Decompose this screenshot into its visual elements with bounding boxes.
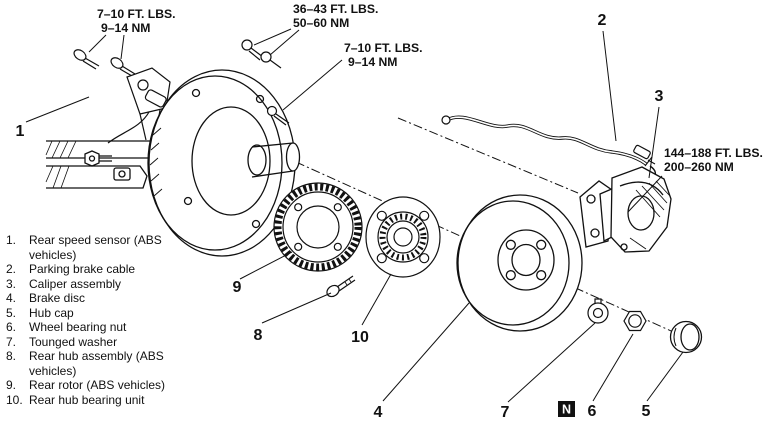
abs-rotor — [273, 182, 363, 272]
speed-sensor — [73, 49, 171, 144]
legend-item: 9. Rear rotor (ABS vehicles) — [6, 378, 176, 393]
n-symbol-box — [558, 401, 575, 417]
legend-item-label: Caliper assembly — [29, 276, 122, 291]
legend-item: 7. Tounged washer — [6, 335, 176, 350]
legend-item: 5. Hub cap — [6, 306, 176, 321]
legend-item-label: Wheel bearing nut — [29, 320, 127, 335]
tongued-washer — [587, 298, 609, 324]
torque-stud-line1: 7–10 FT. LBS. — [344, 41, 423, 55]
torque-plate-line1: 36–43 FT. LBS. — [293, 2, 378, 16]
sensor-stud — [266, 105, 290, 126]
torque-labels: 7–10 FT. LBS. 9–14 NM 36–43 FT. LBS. 50–… — [97, 2, 763, 174]
callout-2: 2 — [598, 12, 607, 29]
wheel-bearing-nut — [623, 310, 647, 332]
legend-item-number: 6. — [6, 320, 17, 335]
legend-item-number: 3. — [6, 276, 17, 291]
hub-bearing-unit — [365, 196, 441, 278]
callout-8: 8 — [254, 327, 263, 344]
axle-beam — [45, 140, 166, 189]
n-symbol-letter: N — [562, 403, 571, 417]
legend-item-label: Rear hub bearing unit — [29, 392, 145, 407]
callout-1: 1 — [16, 123, 25, 140]
backing-plate — [147, 69, 301, 257]
caliper-assembly — [579, 156, 672, 253]
leader-lines — [25, 28, 684, 403]
legend-item-label: Tounged washer — [29, 334, 118, 349]
parking-brake-cable — [441, 115, 657, 183]
legend-item-label: Hub cap — [29, 305, 74, 320]
legend-item: 6. Wheel bearing nut — [6, 320, 176, 335]
legend-item-label: Rear speed sensor (ABS vehicles) — [29, 233, 162, 262]
n-symbol: N — [558, 401, 575, 417]
torque-sensor-line2: 9–14 NM — [101, 21, 150, 35]
torque-plate-line2: 50–60 NM — [293, 16, 349, 30]
legend-item-number: 5. — [6, 305, 17, 320]
callout-5: 5 — [642, 403, 651, 420]
legend-item: 8. Rear hub assembly (ABS vehicles) — [6, 349, 176, 378]
legend-item: 2. Parking brake cable — [6, 262, 176, 277]
legend-item-number: 9. — [6, 378, 17, 393]
torque-nut-line2: 200–260 NM — [664, 160, 734, 174]
callout-numbers: 1 2 3 4 5 6 7 8 9 10 — [16, 12, 664, 421]
legend-item-label: Rear hub assembly (ABS vehicles) — [29, 349, 164, 378]
legend-item-label: Rear rotor (ABS vehicles) — [29, 378, 166, 393]
hub-assembly-bolt — [326, 275, 356, 298]
legend-item-label: Parking brake cable — [29, 262, 136, 277]
legend-item-number: 7. — [6, 334, 17, 349]
legend-item-number: 2. — [6, 262, 17, 277]
callout-10: 10 — [351, 329, 369, 346]
legend-item: 10. Rear hub bearing unit — [6, 393, 176, 408]
legend-item-number: 4. — [6, 291, 17, 306]
plate-mounting-bolts — [241, 39, 282, 69]
callout-7: 7 — [501, 404, 510, 421]
legend-item-label: Brake disc — [29, 291, 86, 306]
legend-item: 4. Brake disc — [6, 291, 176, 306]
callout-4: 4 — [374, 404, 383, 421]
legend-item-number: 10. — [6, 392, 23, 407]
torque-nut-line1: 144–188 FT. LBS. — [664, 146, 763, 160]
legend-item-number: 1. — [6, 233, 17, 247]
callout-9: 9 — [233, 279, 242, 296]
legend-item: 1. Rear speed sensor (ABS vehicles) — [6, 233, 176, 262]
torque-stud-line2: 9–14 NM — [348, 55, 397, 69]
legend-item: 3. Caliper assembly — [6, 277, 176, 292]
hub-cap — [669, 320, 703, 354]
callout-6: 6 — [588, 403, 597, 420]
parts-legend: 1. Rear speed sensor (ABS vehicles) 2. Par… — [6, 233, 176, 407]
torque-sensor-line1: 7–10 FT. LBS. — [97, 7, 176, 21]
brake-disc — [456, 194, 583, 332]
callout-3: 3 — [655, 88, 664, 105]
legend-item-number: 8. — [6, 349, 17, 364]
